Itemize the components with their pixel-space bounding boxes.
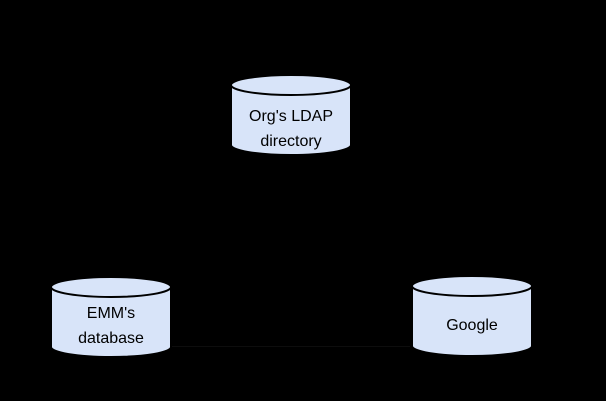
connector-line-emm-to-google (172, 346, 410, 347)
cylinder-body (50, 286, 172, 358)
cylinder-top (411, 275, 533, 297)
node-emm-database: EMM's database (50, 276, 172, 358)
cylinder-top (50, 276, 172, 298)
node-label-line2: database (78, 330, 144, 347)
node-label: Org's LDAP directory (230, 104, 352, 154)
node-label: Google (411, 313, 533, 338)
node-google: Google (411, 275, 533, 357)
node-label: EMM's database (50, 301, 172, 351)
cylinder-top (230, 74, 352, 96)
node-label-line2: directory (260, 133, 322, 150)
database-cylinder-icon (50, 276, 172, 358)
cylinder-body (411, 285, 533, 357)
node-org-ldap-directory: Org's LDAP directory (230, 74, 352, 156)
database-cylinder-icon (411, 275, 533, 357)
node-label-line1: Google (446, 317, 498, 334)
node-label-line1: Org's LDAP (249, 108, 333, 125)
cylinder-body (230, 84, 352, 156)
database-cylinder-icon (230, 74, 352, 156)
node-label-line1: EMM's (86, 305, 136, 322)
